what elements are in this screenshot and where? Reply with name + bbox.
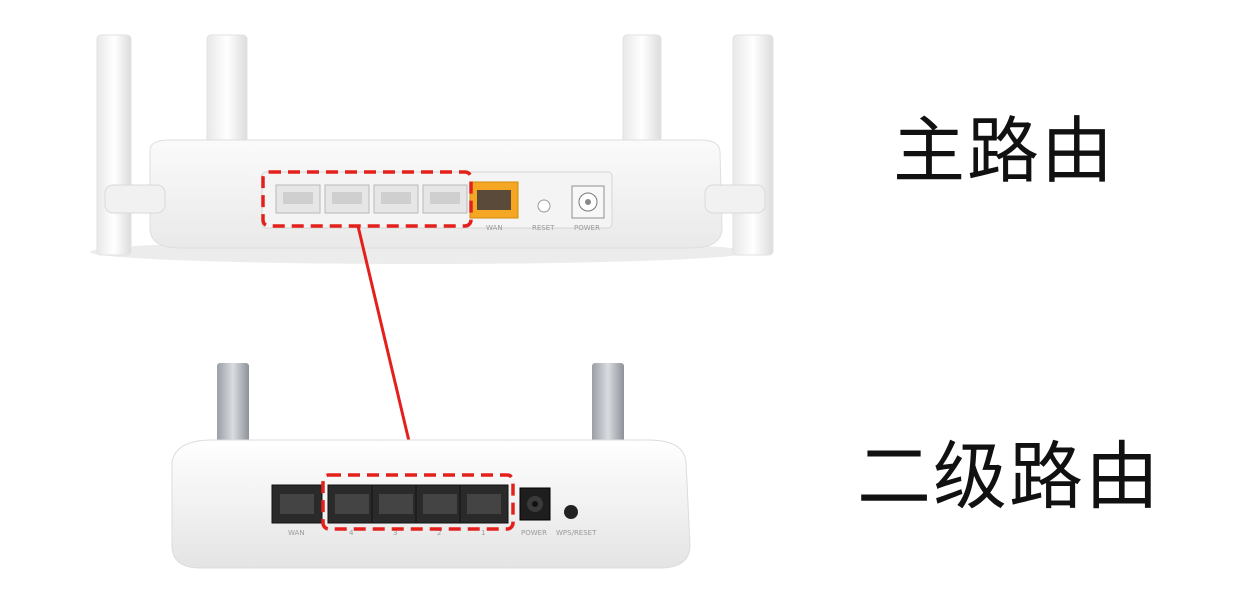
lan-port-label: 1: [481, 529, 485, 537]
secondary-router: WAN 4 3 2 1 POWER WPS/RESET: [171, 363, 691, 569]
lan-port: [415, 484, 465, 524]
power-label-secondary: POWER: [521, 529, 547, 537]
lan-port: [324, 184, 370, 214]
wan-port-main: [469, 181, 519, 219]
main-router-label: 主路由: [893, 109, 1116, 193]
lan-port: [459, 484, 509, 524]
reset-button: [537, 199, 551, 213]
lan-port: [327, 484, 377, 524]
lan-port: [422, 184, 468, 214]
power-label-main: POWER: [574, 224, 600, 232]
lan-port: [275, 184, 321, 214]
main-router: WAN RESET POWER: [90, 34, 774, 264]
power-jack-secondary: [519, 487, 551, 521]
wan-label-secondary: WAN: [288, 529, 305, 537]
lan-port: [373, 184, 419, 214]
lan-port: [371, 484, 421, 524]
antenna: [732, 34, 774, 256]
secondary-router-label: 二级路由: [857, 434, 1161, 520]
ethernet-cable-line: [356, 225, 419, 476]
reset-label-main: RESET: [532, 224, 555, 232]
wps-reset-button: [564, 505, 578, 519]
lan-highlight-main: [261, 170, 473, 228]
lan-port-label: 4: [349, 529, 354, 537]
wan-port-secondary: [271, 484, 323, 524]
lan-highlight-secondary: [321, 473, 515, 531]
power-jack-main: [571, 185, 605, 219]
lan-port-label: 3: [393, 529, 397, 537]
wps-reset-label: WPS/RESET: [556, 529, 597, 537]
antenna: [96, 34, 132, 256]
wan-label-main: WAN: [486, 224, 503, 232]
lan-port-label: 2: [437, 529, 441, 537]
